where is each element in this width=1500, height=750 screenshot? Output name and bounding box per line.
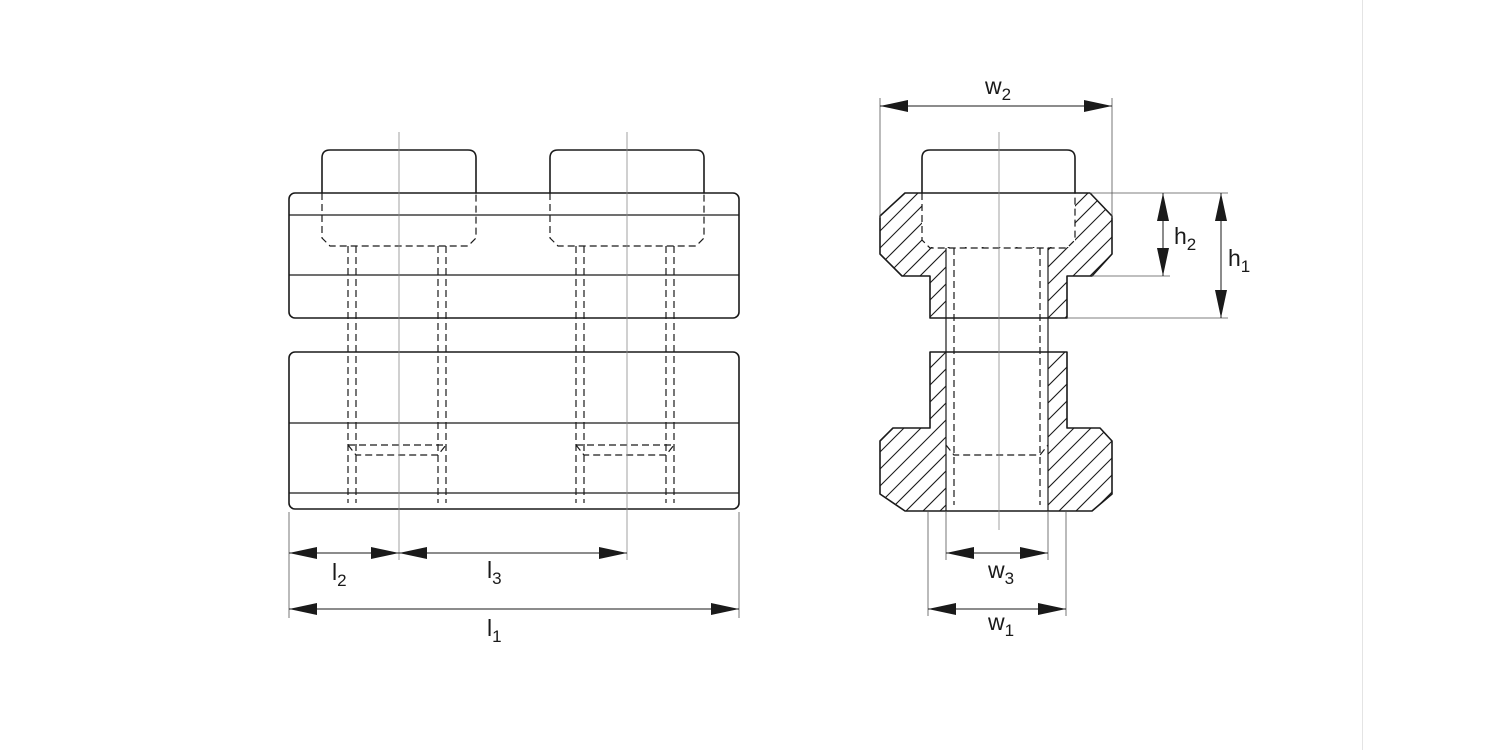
hatch-line bbox=[1046, 193, 1112, 511]
hatch-line bbox=[1183, 160, 1500, 540]
hatch-line bbox=[1370, 160, 1500, 540]
dimension-w1: w1 bbox=[928, 603, 1066, 640]
hatch-line bbox=[282, 160, 662, 540]
hatch-line bbox=[1115, 160, 1495, 540]
hatch-line bbox=[880, 193, 918, 511]
hidden-bores-left bbox=[347, 246, 447, 503]
hatch-line bbox=[435, 160, 815, 540]
dimension-label-l3: l3 bbox=[487, 557, 502, 588]
hatch-line bbox=[1063, 193, 1112, 511]
hatch-line bbox=[1200, 160, 1500, 540]
hatch-line bbox=[333, 160, 713, 540]
dimension-l1: l1 bbox=[289, 603, 739, 646]
dimension-l2: l2 bbox=[289, 547, 399, 590]
hatch-line bbox=[880, 193, 901, 511]
section-hatching bbox=[180, 160, 1500, 540]
hatch-line bbox=[1097, 193, 1112, 511]
hatch-line bbox=[1251, 160, 1500, 540]
hatch-line bbox=[452, 160, 832, 540]
section-raised-pad bbox=[921, 149, 1076, 194]
hatch-line bbox=[486, 160, 866, 540]
section-bottom-body bbox=[879, 351, 1113, 512]
hatch-line bbox=[1029, 193, 1112, 511]
hatch-line bbox=[316, 160, 696, 540]
hatch-line bbox=[418, 160, 798, 540]
hatch-line bbox=[880, 193, 935, 511]
dimension-label-w1: w1 bbox=[987, 609, 1014, 640]
hatch-line bbox=[1455, 160, 1500, 540]
hatch-line bbox=[350, 160, 730, 540]
hatch-line bbox=[384, 160, 764, 540]
hatch-line bbox=[1268, 160, 1500, 540]
hatch-line bbox=[1421, 160, 1500, 540]
hatch-line bbox=[197, 160, 577, 540]
hatch-line bbox=[880, 193, 952, 511]
hatch-line bbox=[880, 193, 986, 511]
hatch-line bbox=[1438, 160, 1500, 540]
hatch-line bbox=[1285, 160, 1500, 540]
dimension-h1: h1 bbox=[1215, 193, 1250, 318]
bottom-plate bbox=[288, 351, 740, 510]
dimension-w3: w3 bbox=[946, 547, 1048, 588]
hatch-line bbox=[1404, 160, 1500, 540]
top-plate bbox=[288, 192, 740, 319]
dimension-l3: l3 bbox=[399, 547, 627, 588]
dimension-w2: w2 bbox=[880, 73, 1112, 112]
hatch-line bbox=[231, 160, 611, 540]
hatch-line bbox=[880, 193, 969, 511]
hatch-line bbox=[401, 160, 781, 540]
pad-cavity bbox=[922, 193, 1075, 247]
section-bore-lines bbox=[945, 248, 1049, 511]
hatch-line bbox=[1489, 160, 1500, 540]
hatch-line bbox=[1080, 193, 1112, 511]
drawing-sheet bbox=[1362, 0, 1363, 750]
hatch-line bbox=[1319, 160, 1500, 540]
hatch-line bbox=[214, 160, 594, 540]
hatch-line bbox=[1234, 160, 1500, 540]
hatch-line bbox=[1353, 160, 1500, 540]
bore-cavity bbox=[946, 248, 1048, 511]
hatch-line bbox=[367, 160, 747, 540]
dimension-label-l1: l1 bbox=[487, 615, 502, 646]
hatch-line bbox=[1472, 160, 1500, 540]
dimension-label-h1: h1 bbox=[1228, 245, 1250, 276]
dimension-label-w3: w3 bbox=[987, 557, 1014, 588]
hatch-line bbox=[180, 160, 560, 540]
dimension-label-h2: h2 bbox=[1174, 223, 1196, 254]
hatch-line bbox=[880, 193, 884, 511]
hidden-bores-right bbox=[575, 246, 675, 503]
side-view: l2 l3 l1 bbox=[288, 132, 740, 646]
section-hidden-recess bbox=[921, 193, 1076, 249]
hatch-line bbox=[1149, 160, 1500, 540]
dimension-label-l2: l2 bbox=[332, 559, 347, 590]
hatch-line bbox=[1217, 160, 1500, 540]
hatch-line bbox=[995, 193, 1112, 511]
dimension-label-w2: w2 bbox=[984, 73, 1011, 104]
hatch-line bbox=[1132, 160, 1500, 540]
hatch-line bbox=[1302, 160, 1500, 540]
hatch-line bbox=[1387, 160, 1500, 540]
hatch-line bbox=[469, 160, 849, 540]
dimension-h2: h2 bbox=[1157, 193, 1196, 276]
hatch-line bbox=[1336, 160, 1500, 540]
hatch-line bbox=[1012, 193, 1112, 511]
